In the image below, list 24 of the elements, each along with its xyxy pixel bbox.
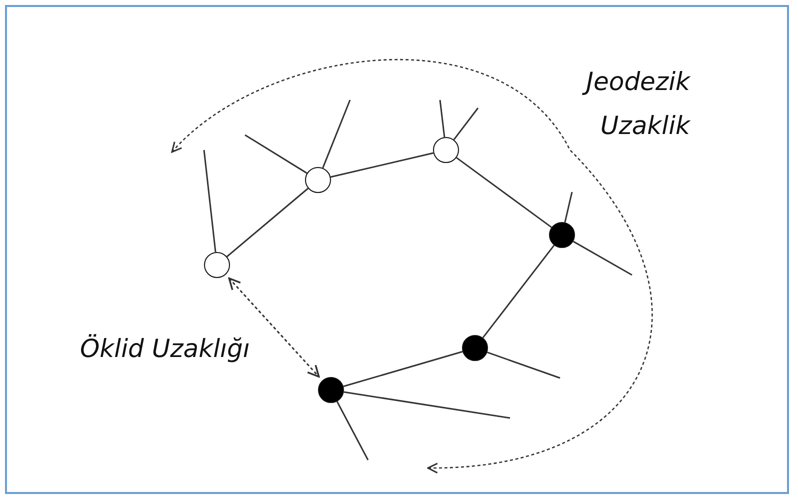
line xyxy=(439,100,446,138)
node-circle xyxy=(433,137,459,163)
line xyxy=(322,100,351,168)
node-circle xyxy=(318,377,344,403)
line xyxy=(487,352,560,379)
node-circle xyxy=(462,335,488,361)
line xyxy=(344,391,510,419)
line xyxy=(482,244,555,338)
line xyxy=(572,240,632,276)
distance-label: Jeodezik Uzaklik xyxy=(540,60,690,148)
line xyxy=(453,108,479,140)
line xyxy=(456,157,552,228)
line xyxy=(330,152,434,178)
line xyxy=(336,401,369,460)
line xyxy=(203,150,216,252)
line xyxy=(226,188,309,258)
line xyxy=(244,134,308,174)
node-circle xyxy=(305,167,331,193)
node-circle xyxy=(204,252,230,278)
line xyxy=(343,350,463,388)
line xyxy=(564,192,573,222)
distance-arrow xyxy=(228,277,320,378)
distance-label: Öklid Uzaklığı xyxy=(80,333,251,365)
node-circle xyxy=(549,222,575,248)
